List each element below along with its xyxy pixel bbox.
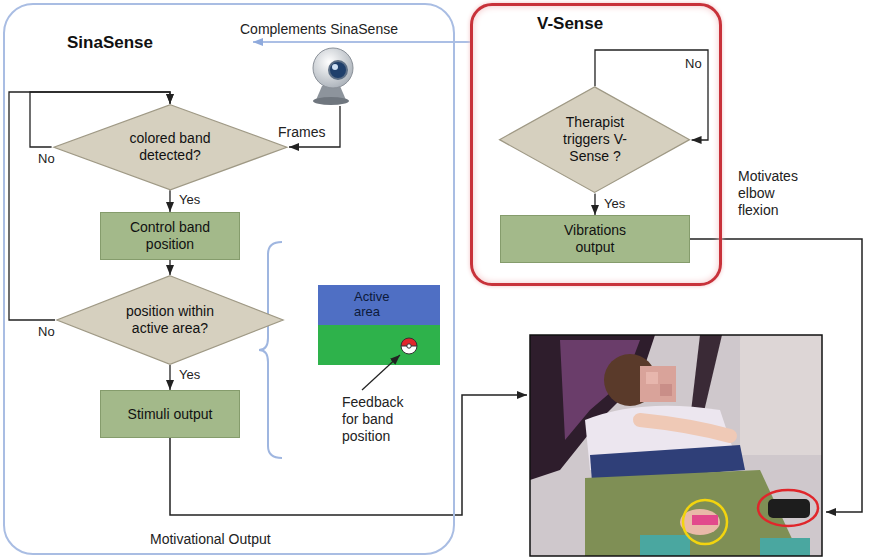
active-area-screen-part — [401, 338, 417, 354]
process-box: Control band position — [100, 212, 240, 260]
patient-photo-part — [740, 335, 822, 455]
decision-text: Therapist triggers V-Sense ? — [554, 114, 636, 165]
panel-title: SinaSense — [67, 33, 153, 53]
patient-photo — [530, 335, 822, 556]
area-text: Active area — [354, 289, 414, 319]
patient-photo-part — [530, 335, 822, 556]
branch-label: Yes — [177, 192, 202, 207]
patient-photo-part — [692, 515, 718, 525]
photo-frame — [530, 335, 822, 556]
active-area-screen-part — [318, 325, 440, 365]
system-panel: SinaSense colored band detected? Control b… — [3, 3, 455, 555]
annotation: Motivates elbow flexion — [738, 168, 818, 219]
process-text: Control band position — [108, 219, 232, 253]
annotation: Feedback for band position — [342, 394, 416, 445]
decision-text: position within active area? — [110, 303, 230, 337]
patient-photo-part — [683, 500, 727, 544]
patient-photo-part — [768, 499, 810, 518]
decision-diamond: position within active area? — [55, 275, 285, 365]
flow-arrow — [594, 194, 595, 215]
patient-photo-part — [660, 384, 672, 396]
flow-arrow — [169, 365, 170, 390]
decision-diamond: Therapist triggers V-Sense ? — [498, 86, 691, 193]
decision-diamond: colored band detected? — [52, 104, 289, 190]
patient-photo-part — [640, 535, 690, 556]
webcam-icon — [313, 48, 353, 105]
branch-label: Yes — [602, 196, 627, 211]
diamond-shape — [500, 87, 690, 193]
webcam-icon-part — [329, 61, 347, 79]
diamond-shape — [54, 104, 287, 189]
process-text: Vibrations output — [545, 222, 645, 256]
flow-arrow — [169, 260, 170, 275]
patient-photo-part — [760, 538, 810, 556]
webcam-icon-part — [313, 97, 349, 105]
patient-photo-part — [640, 420, 730, 436]
patient-photo-part — [646, 372, 658, 384]
branch-label: No — [683, 56, 704, 71]
process-box: Vibrations output — [500, 215, 690, 263]
branch-label: Yes — [177, 367, 202, 382]
bracket — [259, 242, 282, 458]
system-panel: V-SenseTherapist triggers V-Sense ? Vibra… — [470, 3, 722, 286]
flow-arrow — [169, 190, 170, 212]
feedback-arrow — [362, 355, 400, 390]
section-label: Motivational Output — [150, 531, 271, 548]
branch-label: No — [36, 324, 57, 339]
webcam-icon-part — [332, 64, 338, 70]
webcam-icon-part — [313, 48, 353, 88]
active-area-screen-part — [407, 344, 411, 348]
patient-photo-part — [758, 490, 818, 526]
connector-label: Complements SinaSense — [238, 21, 400, 38]
process-text: Stimuli output — [128, 406, 213, 423]
process-box: Stimuli output — [100, 390, 240, 438]
branch-label: No — [36, 151, 57, 166]
patient-photo-part — [640, 366, 676, 402]
active-area: Active area — [318, 285, 440, 325]
input-label: Frames — [278, 124, 325, 141]
frames-arrow — [289, 106, 340, 147]
flow-arrow — [253, 41, 470, 43]
active-area-screen — [318, 325, 440, 365]
diamond-shape — [57, 276, 283, 365]
decision-text: colored band detected? — [110, 130, 230, 164]
panel-title: V-Sense — [537, 14, 603, 34]
